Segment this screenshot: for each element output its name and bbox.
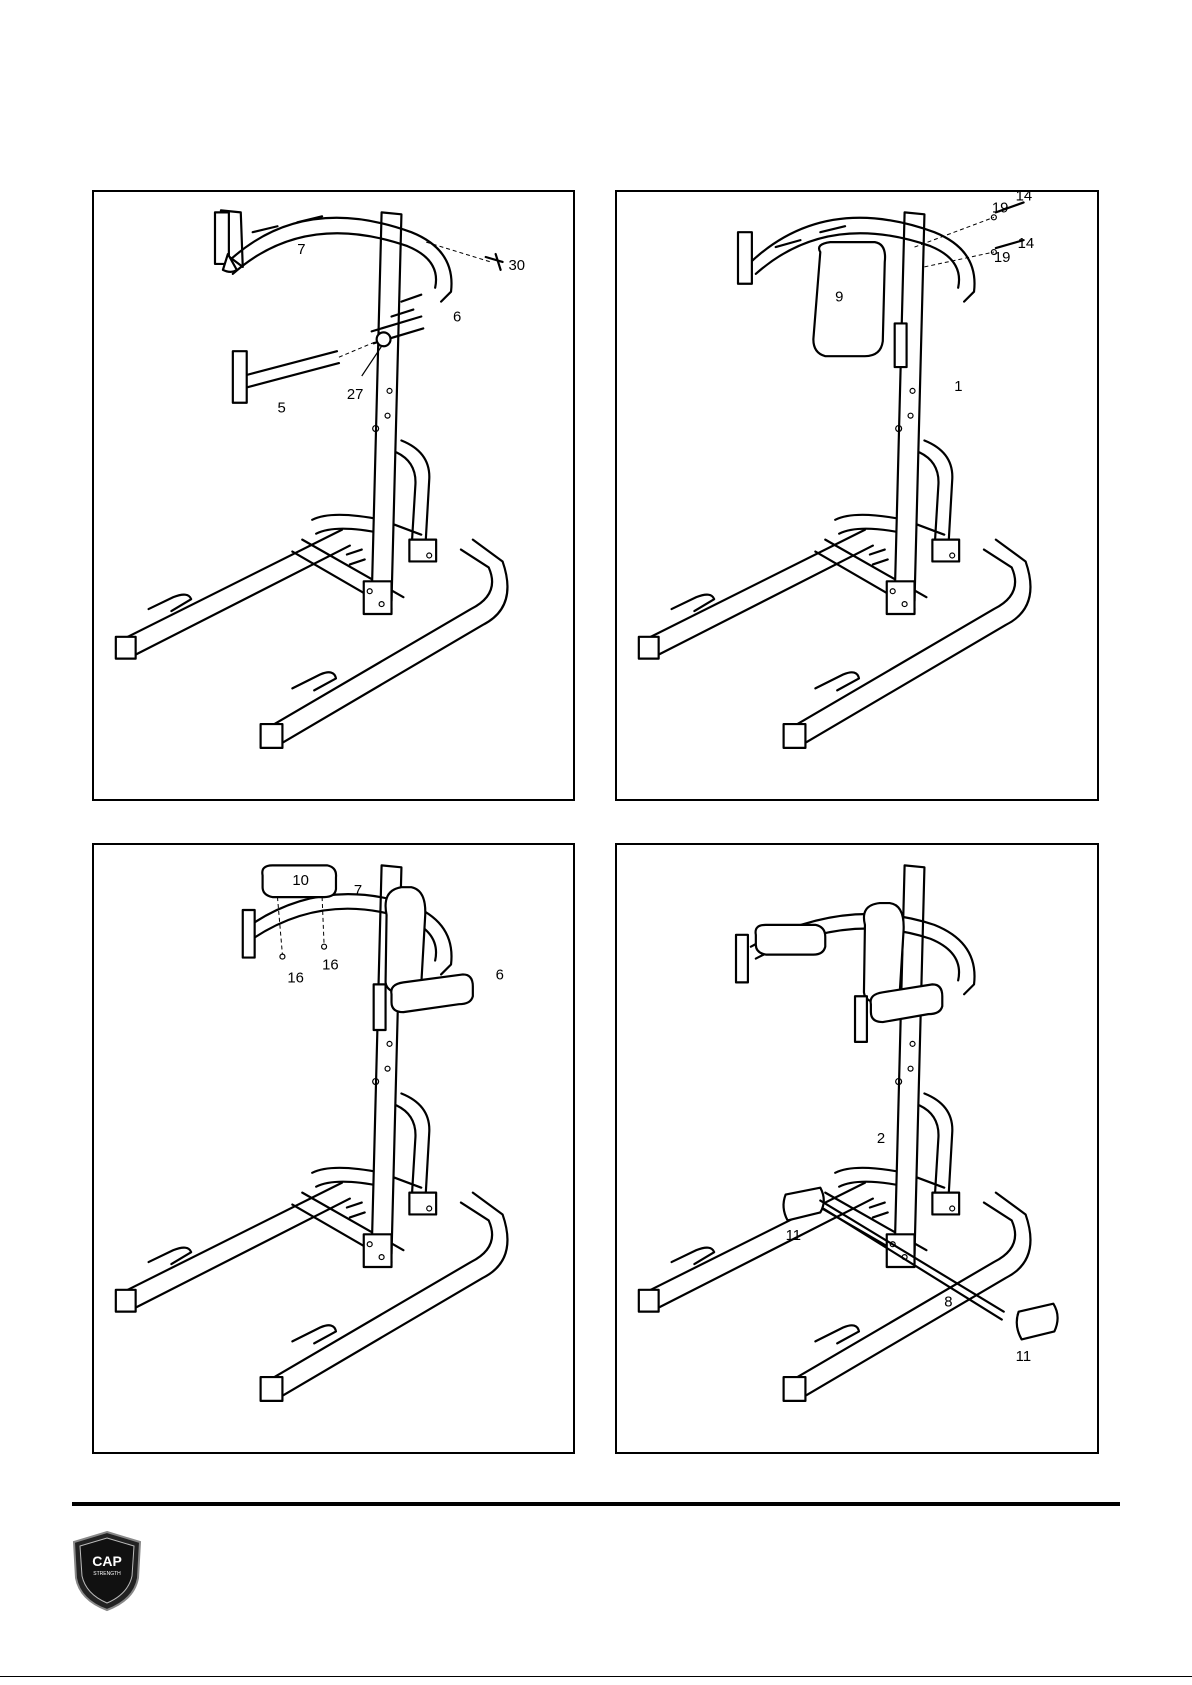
part-label-2: 2 [877, 1131, 885, 1147]
part-label-16-left: 16 [287, 970, 304, 986]
part-label-10: 10 [292, 873, 309, 889]
step-1-illustration: 7 30 6 27 5 [94, 192, 573, 799]
part-label-5: 5 [277, 401, 285, 417]
handle-grip-5 [233, 351, 247, 403]
assembly-step-4-panel: 2 11 8 11 [615, 843, 1099, 1454]
roller-pad-11-right [1017, 1304, 1058, 1340]
assembly-step-2-panel: 19 14 19 14 9 1 [615, 190, 1099, 801]
part-label-6: 6 [496, 967, 504, 983]
roller-pad-11-left [784, 1188, 824, 1221]
arm-pad-left [756, 925, 826, 955]
part-label-7: 7 [297, 242, 305, 258]
step-3-illustration: 10 7 6 16 16 [94, 845, 573, 1452]
part-label-11-right: 11 [1016, 1349, 1031, 1365]
part-label-19-bottom: 19 [994, 250, 1011, 266]
part-label-6: 6 [453, 309, 461, 325]
part-label-11-left: 11 [786, 1228, 801, 1244]
part-label-14-top: 14 [1016, 192, 1033, 204]
svg-text:CAP: CAP [92, 1553, 122, 1569]
knob-27 [377, 332, 391, 346]
part-label-27: 27 [347, 387, 364, 403]
part-label-30: 30 [509, 258, 526, 274]
part-label-9: 9 [835, 290, 843, 306]
part-label-8: 8 [944, 1295, 952, 1311]
assembly-step-3-panel: 10 7 6 16 16 [92, 843, 575, 1454]
handle-grip-left [736, 935, 748, 983]
handle-grip-right [855, 996, 867, 1042]
handle-grip-right [374, 984, 386, 1030]
cap-strength-logo: CAP STRENGTH [72, 1530, 142, 1612]
page-bottom-edge [0, 1676, 1192, 1679]
handle-grip-right [895, 323, 907, 367]
step-4-illustration: 2 11 8 11 [617, 845, 1097, 1452]
assembly-step-1-panel: 7 30 6 27 5 [92, 190, 575, 801]
part-label-14-bottom: 14 [1018, 236, 1035, 252]
back-pad [386, 887, 426, 994]
part-label-19-top: 19 [992, 200, 1009, 216]
step-2-illustration: 19 14 19 14 9 1 [617, 192, 1097, 799]
svg-text:STRENGTH: STRENGTH [93, 1571, 121, 1577]
part-label-7: 7 [354, 883, 362, 899]
back-pad-9 [813, 242, 885, 356]
handle-grip-left [243, 910, 255, 958]
footer-divider [72, 1502, 1120, 1506]
handle-grip-left [738, 232, 752, 284]
part-label-16-right: 16 [322, 957, 339, 973]
part-label-1: 1 [954, 379, 962, 395]
